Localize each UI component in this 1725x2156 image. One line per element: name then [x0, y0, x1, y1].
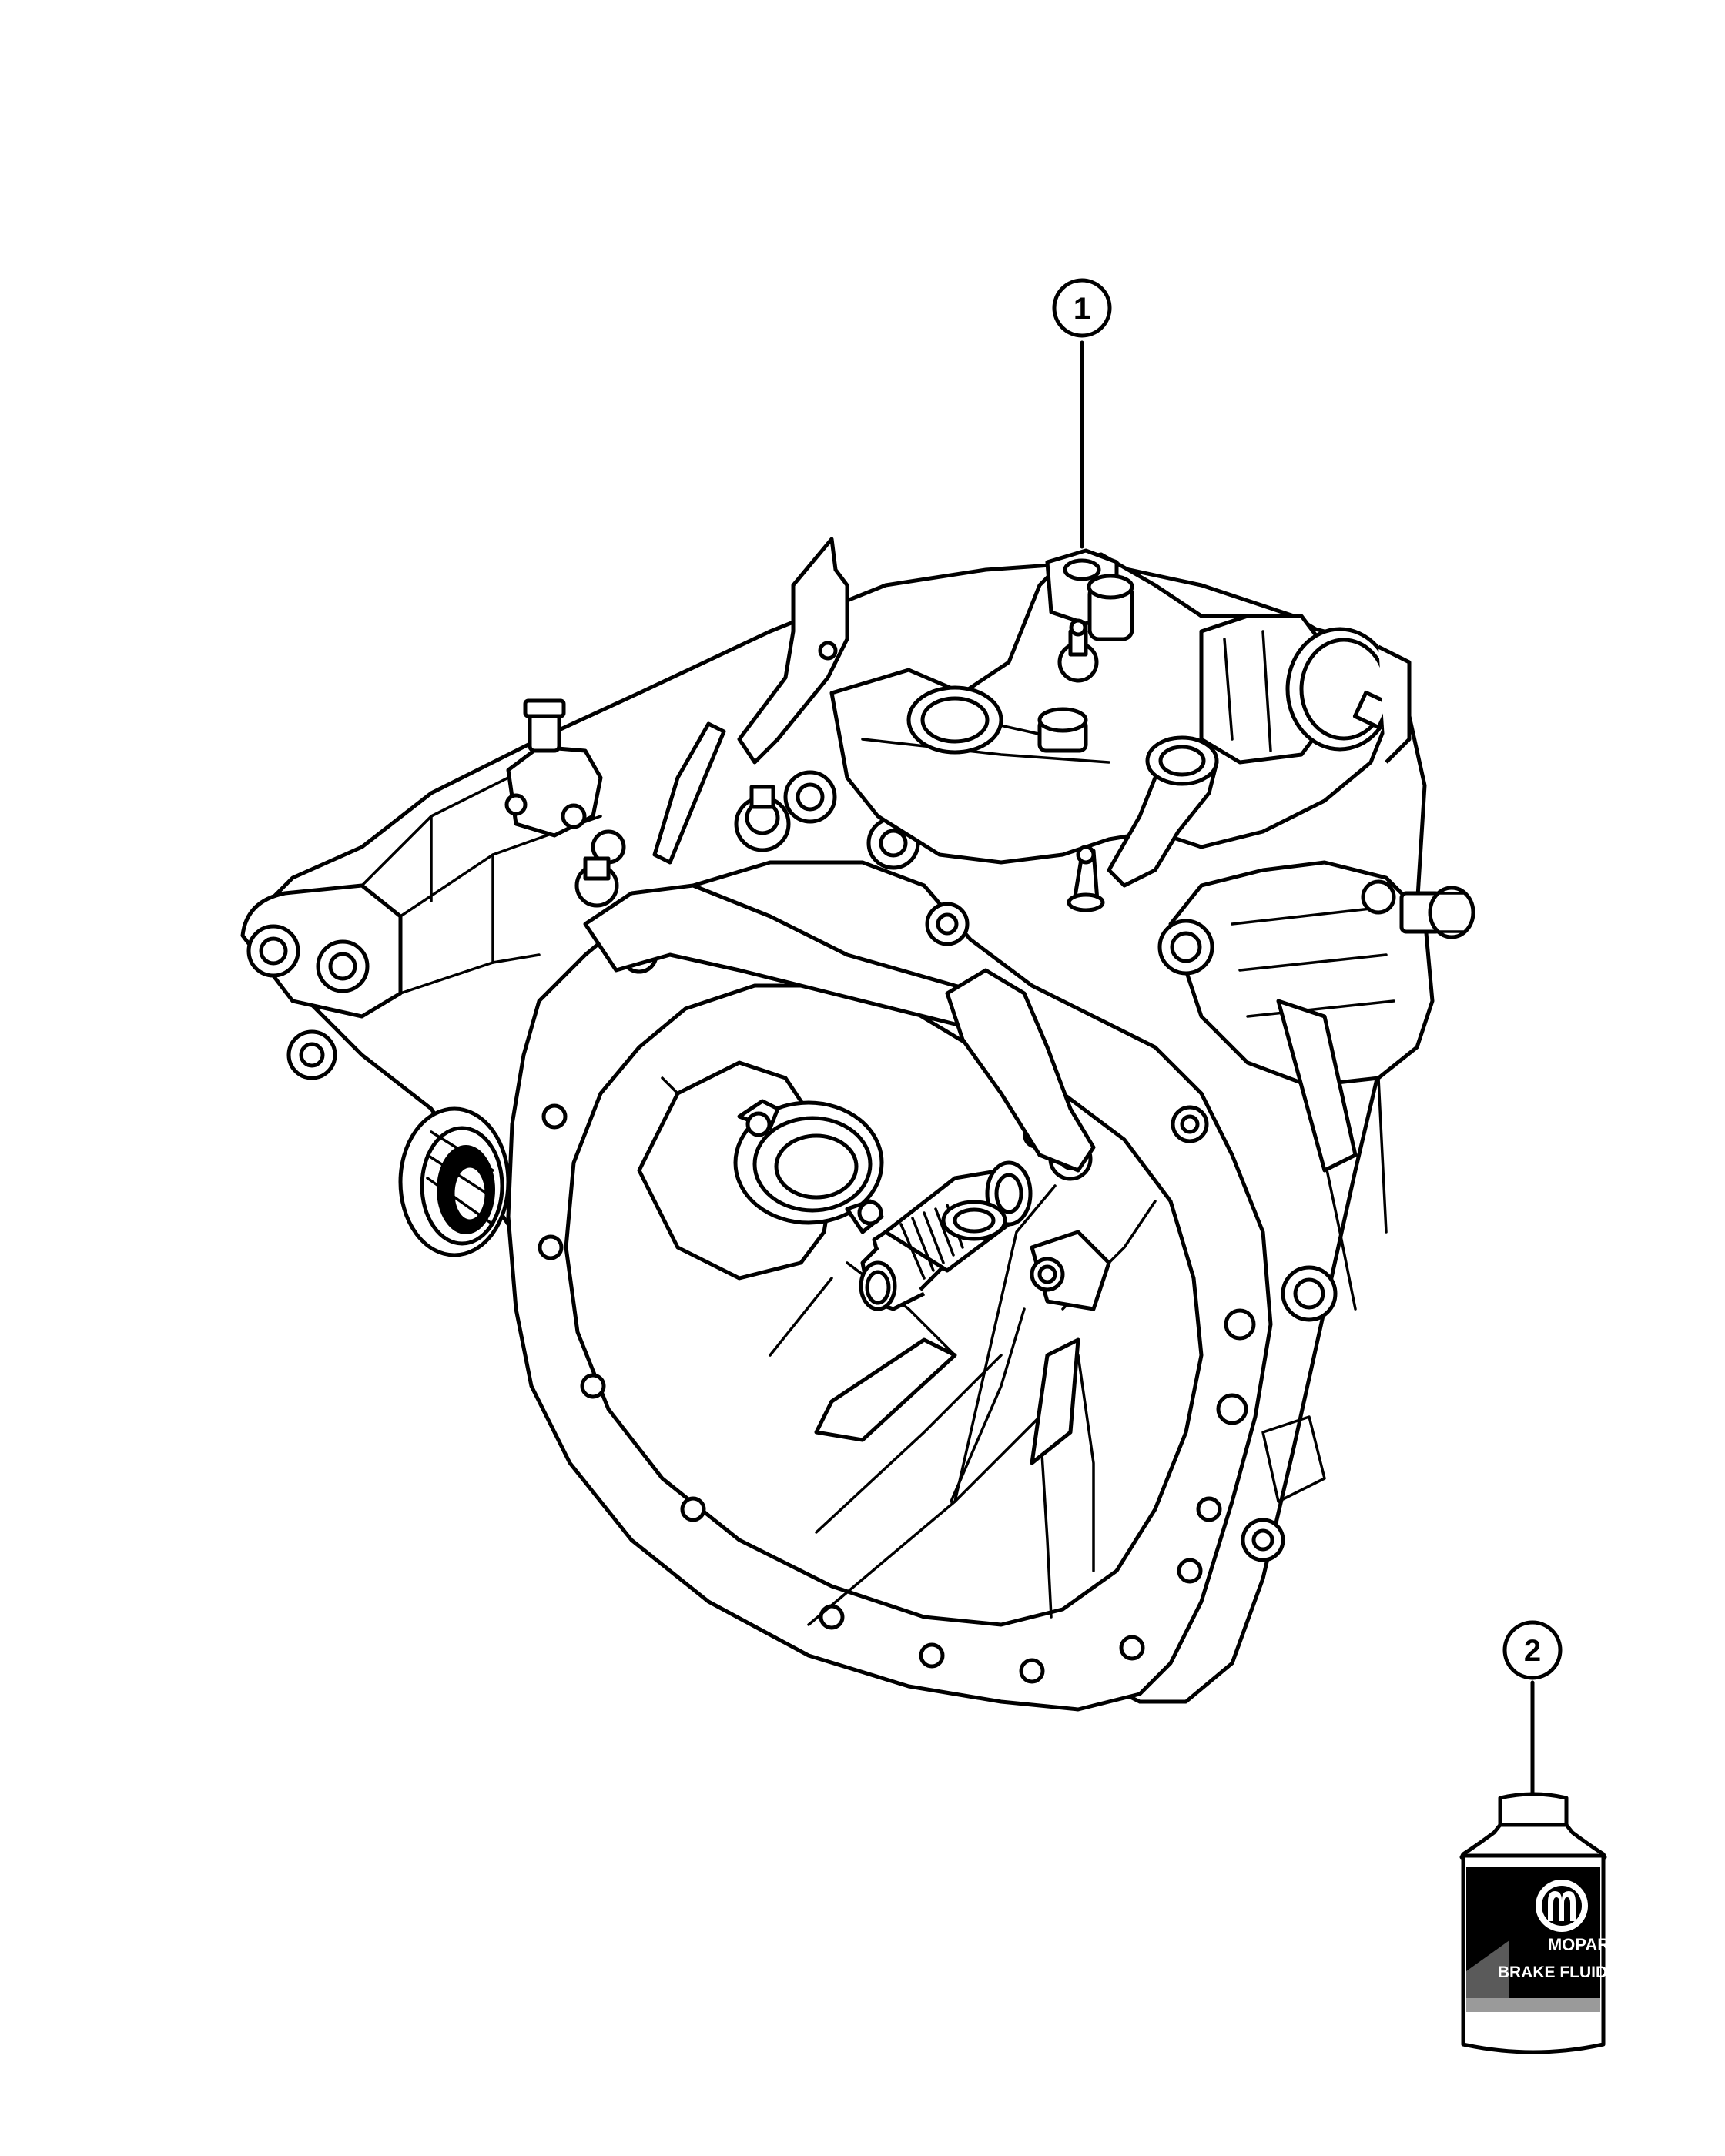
callout-1-number: 1 [1074, 292, 1090, 326]
brake-fluid-bottle-icon: MOPAR BRAKE FLUID [1459, 1792, 1609, 2054]
callout-2-number: 2 [1524, 1634, 1541, 1668]
bottle-product: BRAKE FLUID [1498, 1964, 1607, 1981]
bottle-brand: MOPAR [1548, 1935, 1609, 1954]
callout-1: 1 [1052, 278, 1112, 549]
callout-2: 2 [1502, 1620, 1563, 1804]
transmission-assembly-icon [240, 537, 1475, 1712]
mopar-logo [1536, 1880, 1588, 1932]
